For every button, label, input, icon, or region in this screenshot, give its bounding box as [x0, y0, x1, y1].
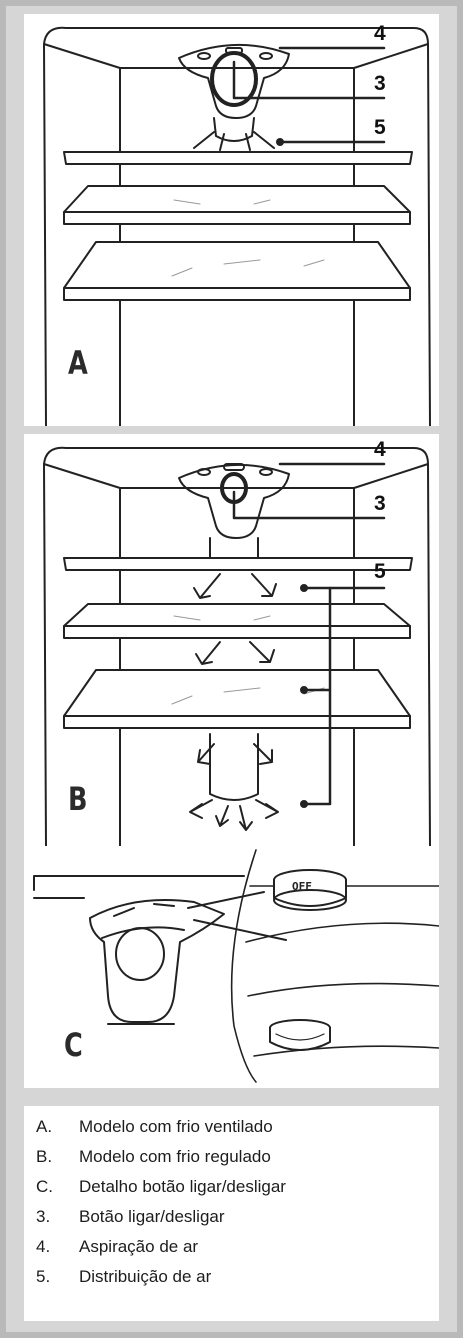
air-duct — [209, 537, 259, 559]
legend-item: A.Modelo com frio ventilado — [36, 1117, 273, 1136]
shelf-1 — [63, 151, 413, 165]
callout-4: 4 — [374, 22, 386, 45]
callout-4: 4 — [374, 438, 386, 461]
panel-letter-c: C — [64, 1026, 83, 1064]
fridge-a-drawing — [43, 26, 431, 426]
shelf-1 — [63, 557, 413, 571]
cabinet-outline — [43, 26, 431, 426]
leader-5 — [302, 586, 332, 806]
panel-letter-a: A — [68, 344, 88, 382]
panel-a-diagram: 4 3 5 A — [24, 14, 439, 426]
shelf-2 — [63, 185, 411, 225]
fan-duct — [213, 117, 255, 142]
leader-3 — [232, 490, 386, 520]
cabinet-top-rim — [43, 463, 429, 489]
fan-housing — [178, 43, 290, 119]
zoom-boundary — [230, 849, 257, 1083]
off-switch-label: OFF — [292, 880, 312, 893]
cabinet-outline — [43, 446, 431, 846]
callout-3: 3 — [374, 492, 386, 515]
panel-b-diagram: 4 3 5 B — [24, 434, 439, 846]
leader-3 — [232, 60, 386, 100]
legend-item: B.Modelo com frio regulado — [36, 1147, 271, 1166]
callout-3: 3 — [374, 72, 386, 95]
legend-item: 3.Botão ligar/desligar — [36, 1207, 225, 1226]
shelf-3 — [63, 669, 411, 729]
legend-item: 5.Distribuição de ar — [36, 1267, 212, 1286]
fan-housing — [89, 899, 225, 1023]
callout-5: 5 — [374, 116, 386, 139]
cabinet-top-rim — [43, 43, 429, 69]
legend-item: 4.Aspiração de ar — [36, 1237, 199, 1256]
fridge-b-drawing — [43, 446, 431, 846]
panel-c-diagram: OFF C — [24, 846, 439, 1088]
switch-detail-drawing — [33, 849, 439, 1083]
callout-5: 5 — [374, 560, 386, 583]
fan-housing — [178, 463, 290, 539]
air-flow-arrows — [189, 573, 279, 831]
bottom-duct — [209, 733, 259, 801]
shelf-3 — [63, 241, 411, 301]
panel-letter-b: B — [68, 780, 88, 818]
legend-item: C.Detalho botão ligar/desligar — [36, 1177, 286, 1196]
fan-feet — [193, 131, 275, 151]
legend: A.Modelo com frio ventilado B.Modelo com… — [24, 1106, 439, 1321]
button-opening — [115, 927, 165, 981]
shelf-2 — [63, 603, 411, 639]
